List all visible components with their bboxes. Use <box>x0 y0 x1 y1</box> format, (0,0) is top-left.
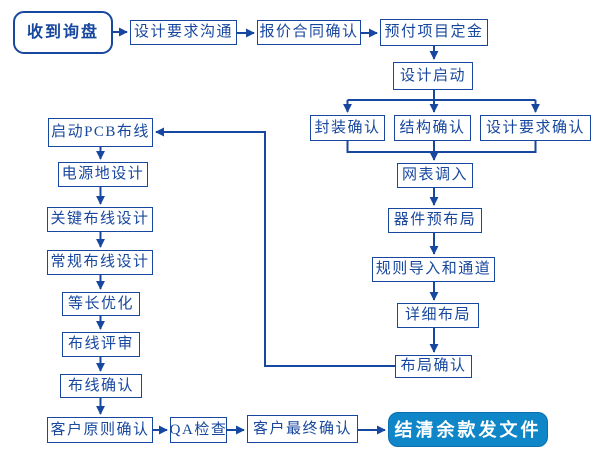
node-customer-final-confirmation: 客户最终确认 <box>247 415 358 443</box>
node-routing-review: 布线评审 <box>62 332 140 357</box>
node-placement-confirmation: 布局确认 <box>395 355 472 378</box>
node-qa-check: QA检查 <box>170 417 227 443</box>
node-design-requirement-confirmation: 设计要求确认 <box>480 115 591 141</box>
node-received-inquiry: 收到询盘 <box>13 11 113 54</box>
node-final-payment-and-file-delivery: 结清余款发文件 <box>388 412 548 447</box>
node-general-routing-design: 常规布线设计 <box>47 250 153 275</box>
node-design-requirement-communication: 设计要求沟通 <box>130 20 237 45</box>
node-package-confirmation: 封装确认 <box>310 115 385 141</box>
node-detailed-placement: 详细布局 <box>397 303 479 328</box>
node-structure-confirmation: 结构确认 <box>394 115 471 141</box>
node-start-pcb-routing: 启动PCB布线 <box>48 118 153 147</box>
node-project-deposit-prepayment: 预付项目定金 <box>380 19 488 46</box>
node-length-matching-optimization: 等长优化 <box>62 292 140 316</box>
node-routing-confirmation: 布线确认 <box>60 374 142 398</box>
node-design-kickoff: 设计启动 <box>393 62 473 90</box>
node-customer-principle-confirmation: 客户原则确认 <box>47 417 153 443</box>
node-netlist-import: 网表调入 <box>397 163 473 188</box>
node-component-pre-placement: 器件预布局 <box>388 208 482 233</box>
node-power-ground-design: 电源地设计 <box>58 162 148 187</box>
node-quotation-contract-confirmation: 报价合同确认 <box>257 20 361 45</box>
node-rules-import-and-channels: 规则导入和通道 <box>372 257 495 282</box>
node-critical-routing-design: 关键布线设计 <box>47 207 153 232</box>
